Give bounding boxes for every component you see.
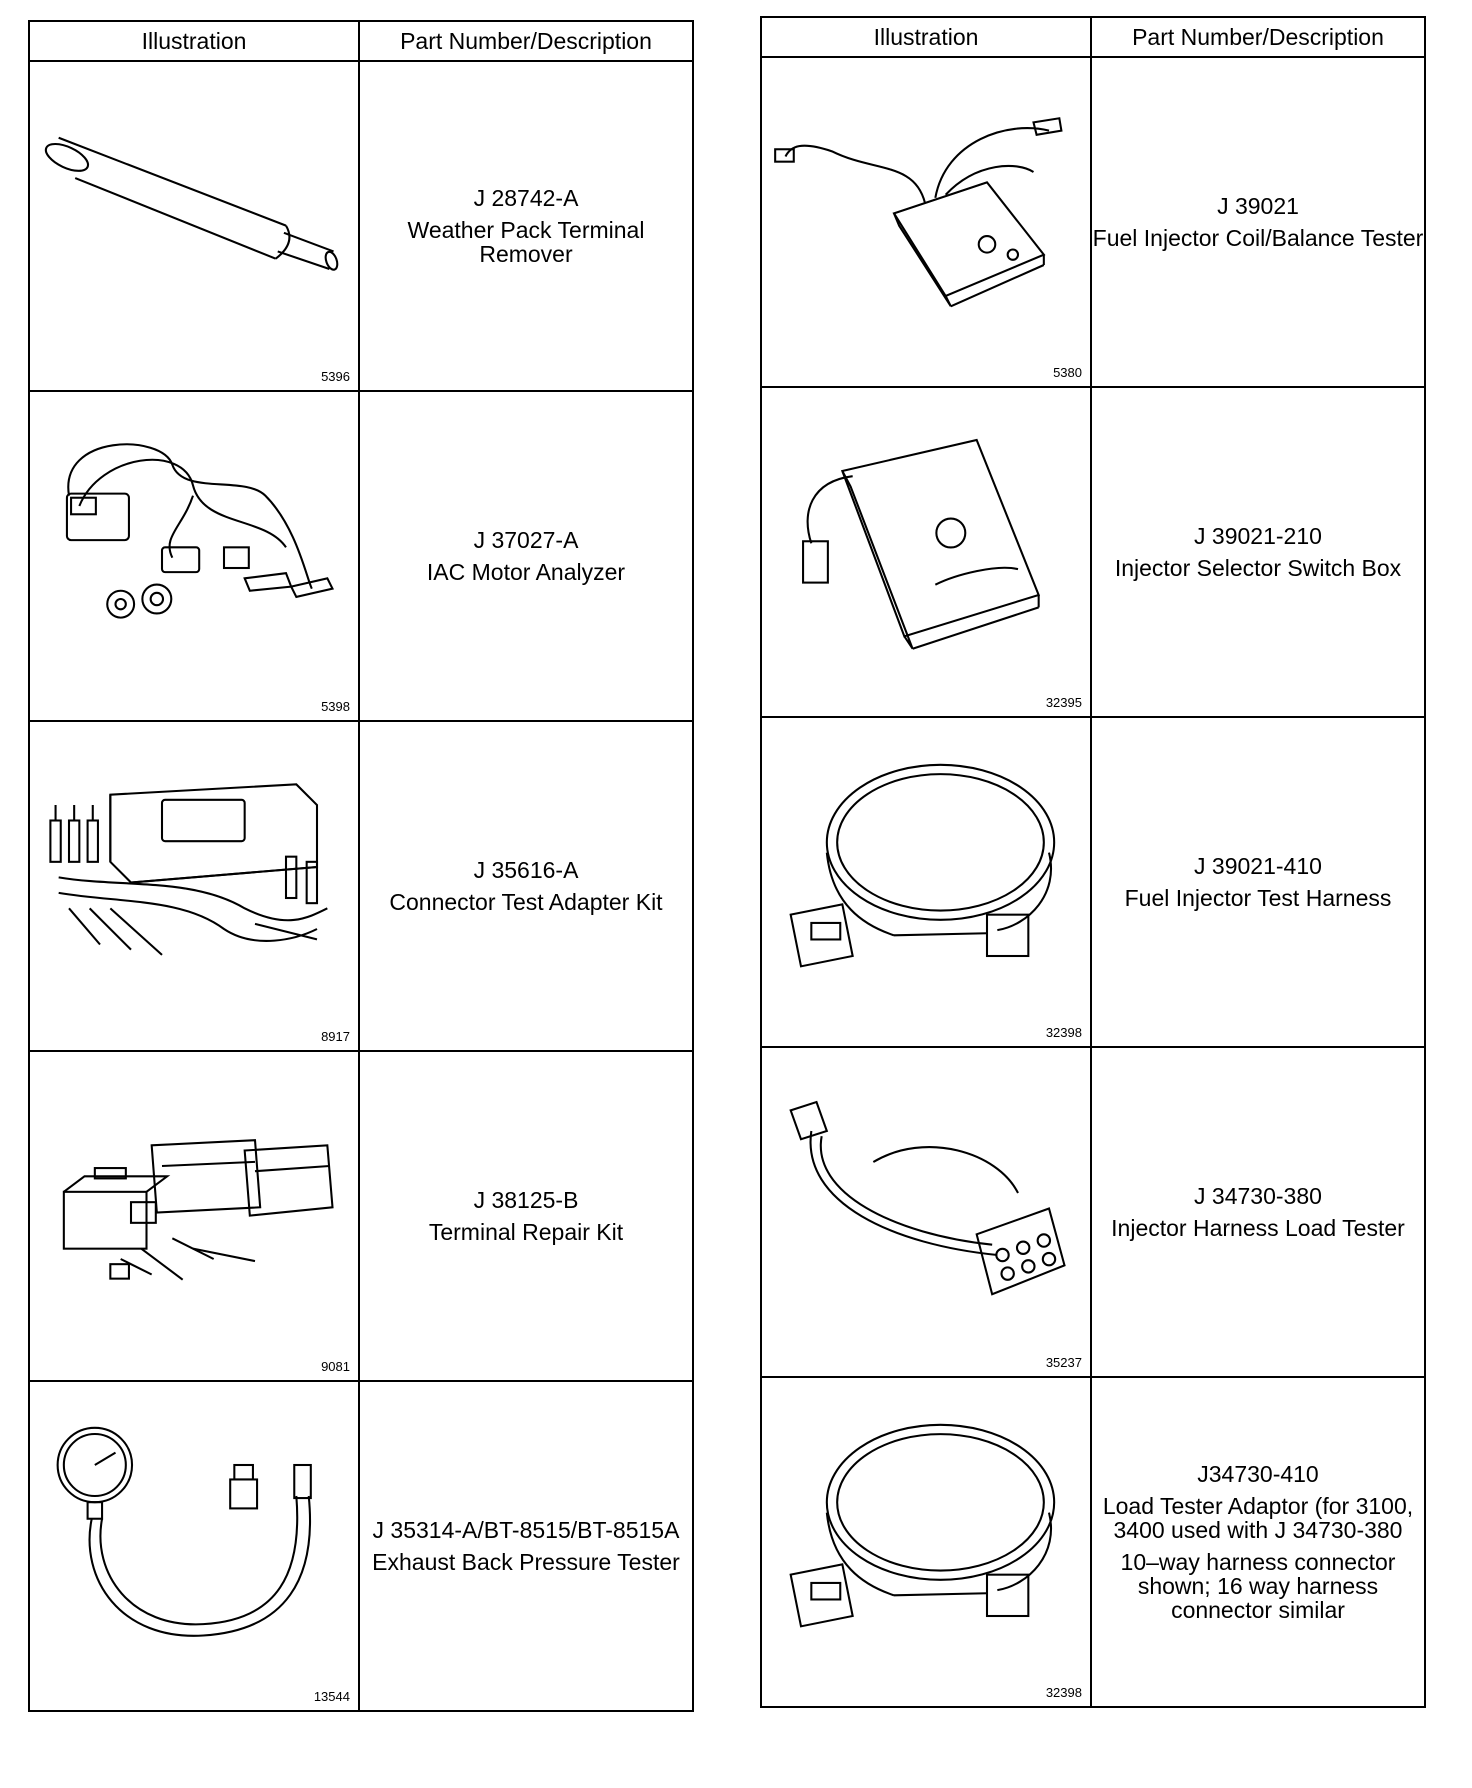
figure-number: 32398 [1045,1025,1082,1040]
test-harness-icon [770,738,1080,988]
figure-number: 5396 [321,369,350,384]
figure-number: 35237 [1045,1355,1082,1370]
adaptor-harness-icon [770,1398,1080,1648]
part-number: J 34730-380 [1194,1183,1322,1209]
part-name: Fuel Injector Coil/Balance Tester [1092,225,1424,251]
tube-remover-icon [38,82,348,332]
part-number: J 39021-410 [1194,853,1322,879]
part-number: J 37027-A [473,527,579,553]
analyzer-leads-icon [38,412,348,662]
table-row: 5380 J 39021 Fuel Injector Coil/Balance … [760,56,1427,388]
table-row: 13544 J 35314-A/BT-8515/BT-8515A Exhaust… [28,1380,695,1712]
part-description-cell: J 28742-A Weather Pack Terminal Remover [357,60,695,392]
part-number: J 35314-A/BT-8515/BT-8515A [372,1517,680,1543]
part-name: Injector Harness Load Tester [1111,1215,1405,1241]
part-description-cell: J 34730-380 Injector Harness Load Tester [1089,1046,1427,1378]
part-number: J 39021 [1217,193,1299,219]
header-illustration: Illustration [760,16,1092,58]
figure-number: 32398 [1045,1685,1082,1700]
figure-number: 8917 [321,1029,350,1044]
repair-kit-icon [38,1072,348,1322]
part-number: J34730-410 [1197,1461,1319,1487]
illustration-cell: 8917 [28,720,360,1052]
table-row: 35237 J 34730-380 Injector Harness Load … [760,1046,1427,1378]
part-description-cell: J 35314-A/BT-8515/BT-8515A Exhaust Back … [357,1380,695,1712]
part-description-cell: J 37027-A IAC Motor Analyzer [357,390,695,722]
illustration-cell: 13544 [28,1380,360,1712]
illustration-cell: 5380 [760,56,1092,388]
header-illustration: Illustration [28,20,360,62]
part-number: J 38125-B [473,1187,579,1213]
illustration-cell: 32398 [760,1376,1092,1708]
illustration-cell: 35237 [760,1046,1092,1378]
header-part-description: Part Number/Description [1089,16,1427,58]
table-row: 5398 J 37027-A IAC Motor Analyzer [28,390,695,722]
part-name: Connector Test Adapter Kit [389,889,663,915]
part-description-cell: J34730-410 Load Tester Adaptor (for 3100… [1089,1376,1427,1708]
illustration-cell: 32395 [760,386,1092,718]
part-name: Exhaust Back Pressure Tester [372,1549,680,1575]
part-name: Injector Selector Switch Box [1114,555,1402,581]
table-row: 9081 J 38125-B Terminal Repair Kit [28,1050,695,1382]
load-tester-icon [770,1068,1080,1318]
part-note: 10–way harness connector shown; 16 way h… [1120,1549,1396,1623]
tools-table-left: Illustration Part Number/Description 539… [28,20,695,1712]
part-number: J 39021-210 [1194,523,1322,549]
part-description-cell: J 39021-410 Fuel Injector Test Harness [1089,716,1427,1048]
part-number: J 35616-A [473,857,579,883]
illustration-cell: 5396 [28,60,360,392]
adapter-kit-case-icon [38,742,348,992]
table-row: 32395 J 39021-210 Injector Selector Swit… [760,386,1427,718]
figure-number: 5380 [1053,365,1082,380]
part-description-cell: J 38125-B Terminal Repair Kit [357,1050,695,1382]
figure-number: 32395 [1045,695,1082,710]
figure-number: 9081 [321,1359,350,1374]
part-name: Load Tester Adaptor (for 3100, 3400 used… [1102,1493,1414,1543]
header-part-description: Part Number/Description [357,20,695,62]
table-row: 5396 J 28742-A Weather Pack Terminal Rem… [28,60,695,392]
figure-number: 13544 [313,1689,350,1704]
part-description-cell: J 35616-A Connector Test Adapter Kit [357,720,695,1052]
illustration-cell: 32398 [760,716,1092,1048]
part-name: Terminal Repair Kit [428,1219,624,1245]
part-name: Weather Pack Terminal Remover [407,217,645,267]
tools-table-right: Illustration Part Number/Description 538… [760,16,1427,1708]
table-row: 32398 J34730-410 Load Tester Adaptor (fo… [760,1376,1427,1708]
part-description-cell: J 39021-210 Injector Selector Switch Box [1089,386,1427,718]
part-name: IAC Motor Analyzer [426,559,626,585]
illustration-cell: 9081 [28,1050,360,1382]
part-number: J 28742-A [473,185,579,211]
pressure-gauge-hose-icon [38,1402,348,1652]
figure-number: 5398 [321,699,350,714]
switch-box-icon [770,408,1080,658]
balance-tester-icon [770,78,1080,328]
table-row: 32398 J 39021-410 Fuel Injector Test Har… [760,716,1427,1048]
part-name: Fuel Injector Test Harness [1124,885,1392,911]
illustration-cell: 5398 [28,390,360,722]
table-row: 8917 J 35616-A Connector Test Adapter Ki… [28,720,695,1052]
part-description-cell: J 39021 Fuel Injector Coil/Balance Teste… [1089,56,1427,388]
